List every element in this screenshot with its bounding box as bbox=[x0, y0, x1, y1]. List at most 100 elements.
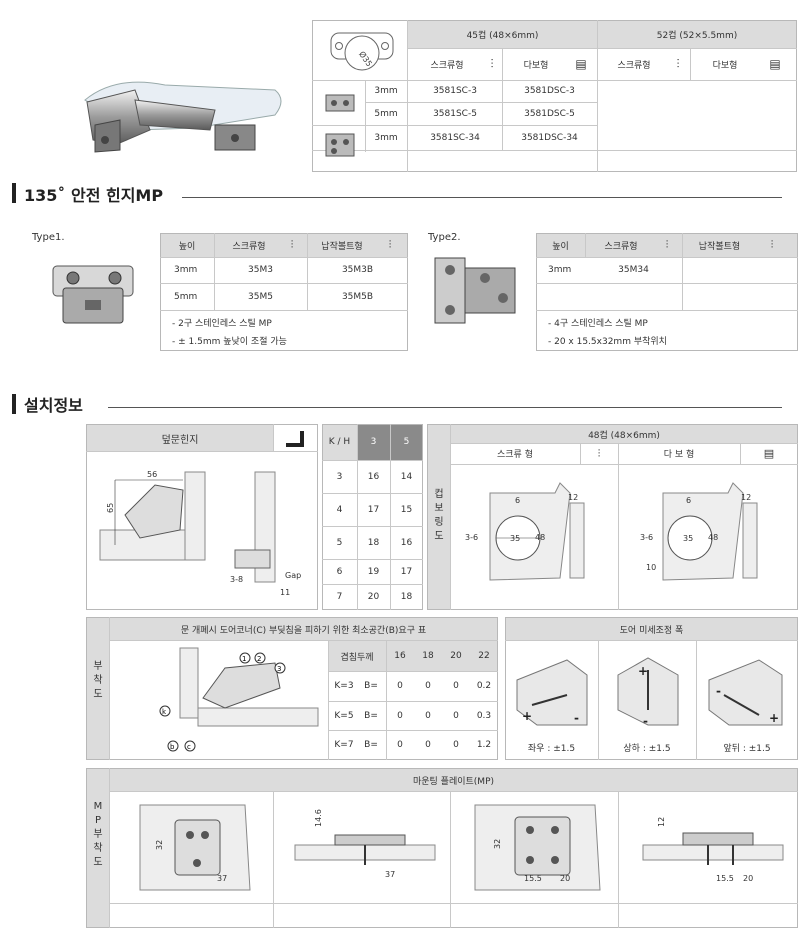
kh-cell: 18 bbox=[400, 592, 413, 602]
row1-dowel: 3581DSC-3 bbox=[524, 86, 575, 96]
dowel-icon: ▤ bbox=[769, 57, 781, 71]
screw-icon: ⫶ bbox=[676, 56, 680, 71]
dim-12: 12 bbox=[657, 817, 666, 827]
type2-r1-screw: 35M34 bbox=[618, 265, 649, 275]
gap-cell: 1.2 bbox=[476, 740, 492, 750]
cup52-screw-label: 스크류형 bbox=[617, 60, 651, 71]
dim-32b: 32 bbox=[493, 839, 502, 849]
screw-icon: ⫶ bbox=[665, 238, 669, 251]
dim-35: 35 bbox=[510, 534, 520, 543]
kh-cell: 15 bbox=[400, 504, 413, 515]
gap-cell: 0 bbox=[397, 681, 403, 691]
row1-height: 3mm bbox=[374, 86, 398, 96]
dim-6: 6 bbox=[515, 496, 520, 505]
cup52-header: 52컵 (52×5.5mm) bbox=[656, 31, 738, 41]
type1-r2-screw: 35M5 bbox=[248, 291, 273, 302]
kh-header-5: 5 bbox=[403, 437, 410, 447]
row2-screw: 3581SC-5 bbox=[433, 108, 477, 119]
type1-r2-height: 5mm bbox=[174, 291, 198, 302]
dim-37b: 37 bbox=[385, 870, 395, 879]
row3-screw: 3581SC-34 bbox=[430, 132, 480, 143]
kh-cell: 14 bbox=[400, 471, 413, 482]
adjust-front-back-label: 앞뒤 : ±1.5 bbox=[723, 743, 771, 754]
svg-text:-: - bbox=[574, 711, 579, 725]
adjust-left-right-diagram: + - bbox=[516, 659, 588, 726]
cup45-screw-label: 스크류형 bbox=[430, 60, 464, 71]
mp-type1-small-icon bbox=[325, 94, 355, 112]
cup52-dowel-label: 다보형 bbox=[712, 60, 738, 71]
type2-note-2: - 20 x 15.5x32mm 부착위치 bbox=[548, 337, 667, 347]
kh-cell: 6 bbox=[336, 566, 343, 577]
type2-label: Type2. bbox=[428, 232, 461, 243]
kh-cell: 16 bbox=[367, 471, 380, 482]
gap-row-k: K=7 bbox=[334, 740, 354, 750]
cup-boring-title: 48컵 (48×6mm) bbox=[588, 430, 660, 441]
dim-3-6: 3-6 bbox=[640, 533, 653, 542]
section-title-install: 설치정보 bbox=[24, 396, 83, 415]
dim-11: 11 bbox=[280, 588, 290, 597]
kh-cell: 16 bbox=[400, 537, 413, 548]
bolt-icon: ⫶ bbox=[388, 238, 392, 251]
dim-12: 12 bbox=[741, 493, 751, 502]
type1-col-height: 높이 bbox=[178, 241, 196, 252]
gap-cell: 0.2 bbox=[476, 681, 492, 691]
fine-adjust-title: 도어 미세조정 폭 bbox=[619, 625, 684, 636]
gap-cell: 0.3 bbox=[476, 710, 492, 721]
kh-cell: 3 bbox=[336, 471, 343, 482]
marker-3: 3 bbox=[277, 665, 281, 673]
svg-text:-: - bbox=[643, 714, 648, 728]
gap-cell: 0 bbox=[397, 740, 403, 750]
kh-cell: 17 bbox=[400, 566, 413, 577]
type1-note-1: - 2구 스테인레스 스틸 MP bbox=[172, 319, 272, 329]
dim-20: 20 bbox=[560, 874, 570, 883]
door-gap-title: 문 개폐시 도어코너(C) 부딪침을 피하기 위한 최소공간(B)요구 표 bbox=[180, 625, 427, 636]
gap-cell: 0 bbox=[453, 740, 459, 750]
marker-k: k bbox=[162, 708, 167, 716]
adjust-left-right-label: 좌우 : ±1.5 bbox=[527, 743, 576, 754]
svg-text:+: + bbox=[769, 711, 779, 725]
gap-header: 18 bbox=[422, 651, 434, 661]
kh-cell: 5 bbox=[336, 537, 343, 548]
overlay-hinge-title: 덮문힌지 bbox=[161, 434, 199, 446]
type2-col-bolt: 납작볼트형 bbox=[698, 241, 741, 252]
section-title-hinge: 135˚ 안전 힌지MP bbox=[24, 186, 164, 205]
mp-type2-small-icon bbox=[325, 133, 355, 157]
type1-r1-height: 3mm bbox=[174, 265, 198, 275]
adjust-up-down-diagram: + - bbox=[617, 657, 679, 728]
type1-r2-bolt: 35M5B bbox=[341, 291, 374, 302]
bolt-icon: ⫶ bbox=[770, 238, 774, 251]
row3-dowel: 3581DSC-34 bbox=[521, 132, 578, 143]
dim-48: 48 bbox=[708, 533, 718, 542]
type1-r1-screw: 35M3 bbox=[248, 265, 273, 275]
gap-cell: 0 bbox=[425, 681, 431, 691]
dim-32: 32 bbox=[155, 840, 164, 850]
dim-56: 56 bbox=[147, 470, 157, 479]
cup-diagram: Ø35 bbox=[330, 32, 394, 71]
gap-cell: 0 bbox=[453, 710, 459, 721]
overlay-icon bbox=[286, 431, 304, 447]
type2-r1-height: 3mm bbox=[548, 265, 572, 275]
cup-boring-screw-diagram: 35 48 3-6 6 12 bbox=[465, 482, 585, 581]
screw-icon: ⫶ bbox=[597, 446, 601, 460]
marker-2: 2 bbox=[257, 655, 261, 663]
hinge-product-photo bbox=[84, 81, 282, 153]
mp-type1-side-diagram: 14.6 37 bbox=[294, 809, 436, 879]
row3-height: 3mm bbox=[374, 132, 398, 143]
dim-6: 6 bbox=[686, 496, 691, 505]
dim-12: 12 bbox=[568, 493, 578, 502]
kh-header-kh: K / H bbox=[328, 437, 351, 447]
svg-text:+: + bbox=[638, 664, 648, 678]
dim-37: 37 bbox=[217, 874, 227, 883]
adjust-front-back-diagram: - + bbox=[708, 659, 783, 726]
type1-note-2: - ± 1.5mm 높낮이 조절 가능 bbox=[172, 337, 287, 347]
dim-14-6: 14.6 bbox=[314, 809, 323, 827]
mp-type2-side-diagram: 12 15.5 20 bbox=[642, 817, 784, 883]
cup-boring-dowel-diagram: 35 48 3-6 6 10 12 bbox=[640, 482, 758, 581]
mp-type2-photo bbox=[434, 257, 516, 324]
type2-note-1: - 4구 스테인레스 스틸 MP bbox=[548, 319, 648, 329]
mp-type1-front-diagram: 32 37 bbox=[139, 804, 251, 891]
dim-15-5b: 15.5 bbox=[716, 874, 734, 883]
